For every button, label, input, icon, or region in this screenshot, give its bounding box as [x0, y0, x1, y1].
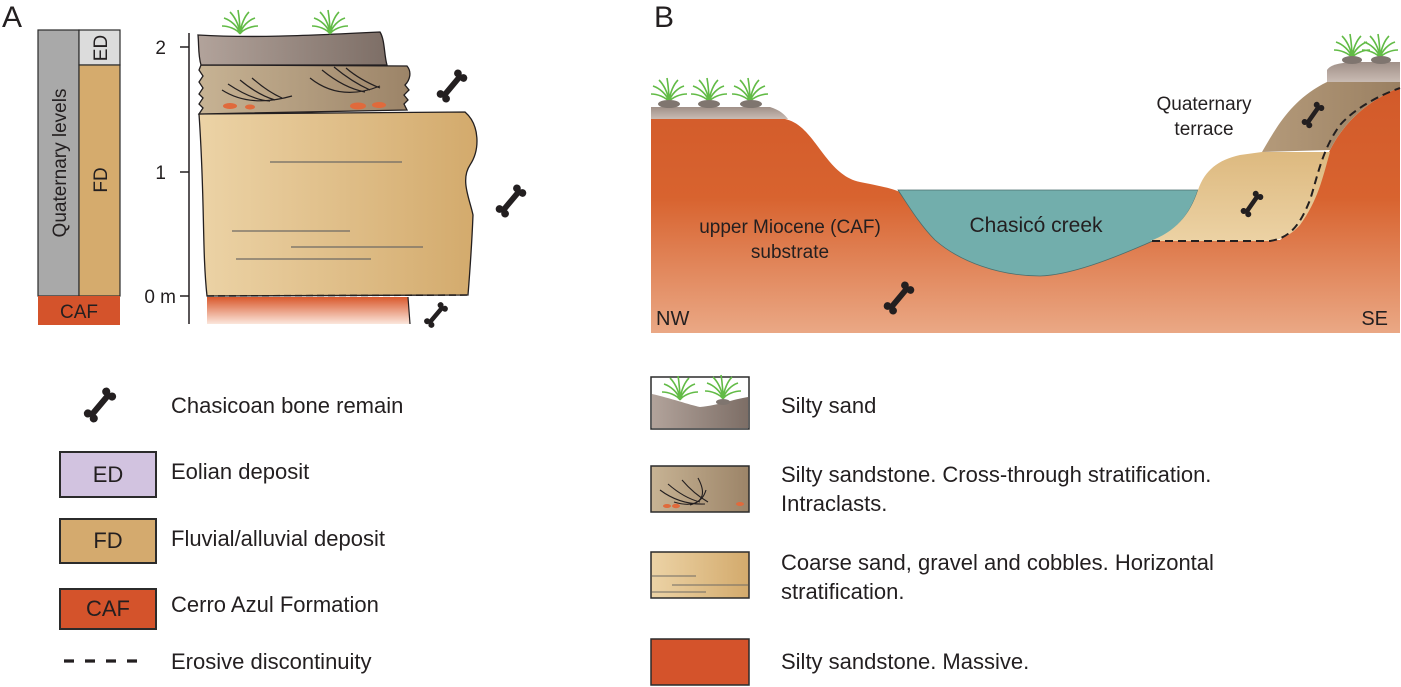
- nw-label: NW: [656, 308, 689, 330]
- grass-icon: [311, 9, 349, 35]
- outcrop-section: [197, 9, 528, 330]
- grass-icon: [731, 77, 769, 103]
- terrace-label-1: Quaternary: [1156, 94, 1252, 115]
- scale-tick-0: 0 m: [144, 287, 176, 308]
- caf-bar: [38, 296, 120, 325]
- legend-horizontal-strat-label-2: stratification.: [781, 579, 905, 604]
- silty-sand-top-nw: [651, 107, 788, 119]
- creek-label: Chasicó creek: [969, 214, 1103, 237]
- fd-bar: [78, 64, 121, 297]
- silty-sand-layer: [197, 31, 388, 66]
- stratigraphic-column: Quaternary levels ED FD CAF: [37, 29, 121, 325]
- legend-bone-label: Chasicoan bone remain: [171, 393, 404, 418]
- legend-fd-label: Fluvial/alluvial deposit: [171, 526, 385, 551]
- erosive-discontinuity-line: [1152, 87, 1401, 242]
- substrate-label-2: substrate: [751, 242, 829, 263]
- ed-bar: [78, 29, 121, 66]
- legend-bone-icon: [82, 385, 118, 425]
- silty-sand-top-se: [1327, 62, 1400, 82]
- legend-discontinuity-label: Erosive discontinuity: [171, 649, 372, 674]
- terrace-sand: [1150, 152, 1330, 241]
- caf-substrate: [651, 87, 1400, 333]
- panel-b-letter: B: [654, 1, 674, 34]
- fluvial-layer: [198, 111, 478, 297]
- legend-caf-box: CAF: [59, 588, 157, 630]
- cross-section: upper Miocene (CAF) substrate Chasicó cr…: [650, 33, 1401, 333]
- grass-icon: [650, 77, 688, 103]
- legend-cross-strat-label-2: Intraclasts.: [781, 491, 888, 516]
- panel-a-letter: A: [2, 1, 22, 34]
- legend-massive-label: Silty sandstone. Massive.: [781, 649, 1030, 674]
- legend-silty-sand-swatch: [650, 374, 750, 430]
- terrace-cross-strat: [1262, 82, 1400, 152]
- bone-icon: [435, 67, 469, 105]
- caf-layer: [207, 297, 410, 324]
- legend-cross-strat-swatch: [650, 465, 750, 513]
- height-scale: 2 1 0 m: [144, 33, 190, 324]
- legend-massive-swatch: [650, 638, 750, 686]
- grass-icon: [690, 77, 728, 103]
- legend-horizontal-strat-swatch: [650, 551, 750, 599]
- scale-tick-2: 2: [155, 38, 166, 59]
- legend-ed-label: Eolian deposit: [171, 459, 310, 484]
- quaternary-levels-label: Quaternary levels: [50, 89, 71, 238]
- bone-icon: [494, 182, 528, 220]
- legend-ed-box: ED: [59, 451, 157, 498]
- se-label: SE: [1361, 308, 1388, 330]
- fd-column-label: FD: [91, 167, 112, 192]
- legend-fd-box: FD: [59, 518, 157, 564]
- grass-icon: [1361, 33, 1399, 59]
- legend-cross-strat-label: Silty sandstone. Cross-through stratific…: [781, 462, 1212, 487]
- legend-horizontal-strat-label: Coarse sand, gravel and cobbles. Horizon…: [781, 550, 1214, 575]
- legend-silty-sand-label: Silty sand: [781, 393, 877, 418]
- cross-stratified-layer: [197, 64, 411, 115]
- quaternary-levels-bar: [37, 29, 80, 297]
- grass-icon: [1333, 33, 1371, 59]
- legend-caf-label: Cerro Azul Formation: [171, 592, 379, 617]
- bone-icon: [422, 300, 450, 330]
- ed-column-label: ED: [91, 35, 112, 61]
- scale-tick-1: 1: [155, 163, 166, 184]
- grass-icon: [221, 9, 259, 35]
- terrace-label-2: terrace: [1174, 119, 1233, 140]
- caf-column-label: CAF: [60, 302, 98, 323]
- substrate-label-1: upper Miocene (CAF): [699, 217, 881, 238]
